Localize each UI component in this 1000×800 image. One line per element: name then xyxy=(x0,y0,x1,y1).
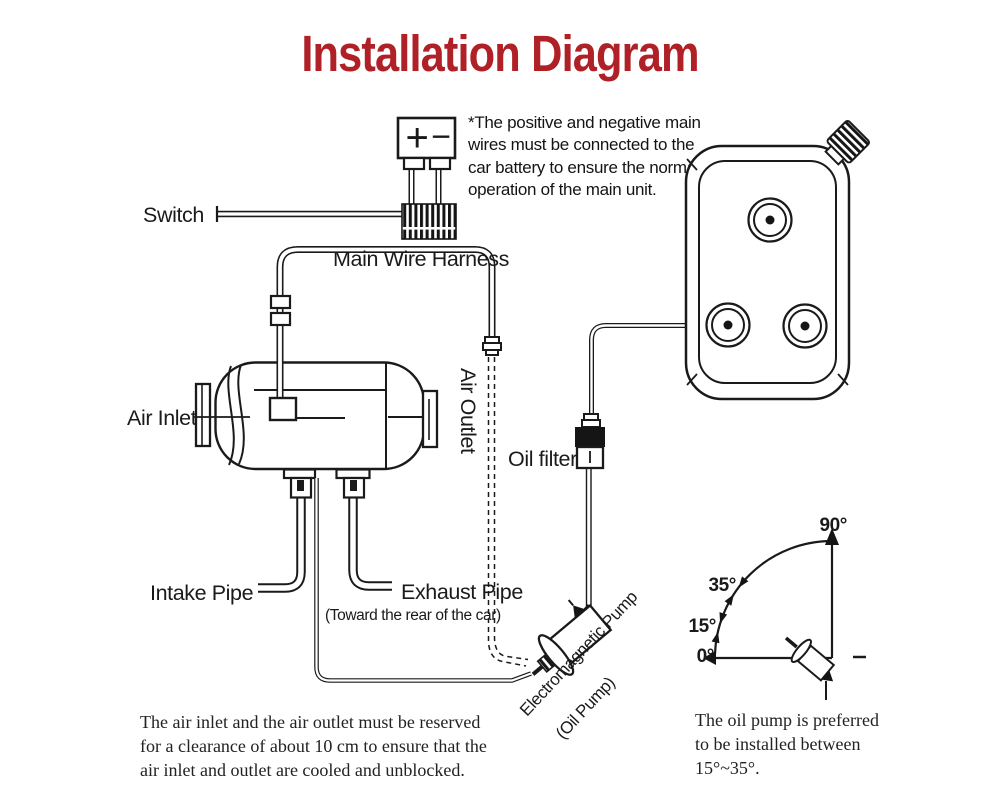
angle-15-label: 15° xyxy=(688,616,716,637)
battery-note: *The positive and negative main wires mu… xyxy=(468,112,708,202)
intake-pipe xyxy=(258,494,306,593)
clearance-note-line: air inlet and outlet are cooled and unbl… xyxy=(140,759,465,780)
heater-unit xyxy=(214,361,426,471)
air-outlet-label: Air Outlet xyxy=(456,368,480,454)
exhaust-pipe-note-label: (Toward the rear of the car) xyxy=(325,607,501,624)
angle-guide-pump-icon xyxy=(784,636,836,682)
clearance-note: The air inlet and the air outlet must be… xyxy=(140,711,530,782)
intake-pipe-label: Intake Pipe xyxy=(150,581,253,605)
air-outlet-flange xyxy=(421,389,439,449)
fuel-line-heater-to-pump xyxy=(314,478,532,683)
oil-pump-note-line: 15°~35°. xyxy=(695,757,760,778)
angle-35-label: 35° xyxy=(708,575,736,596)
switch-wire xyxy=(215,206,402,222)
battery-wires xyxy=(408,168,442,204)
tank-cap-icon xyxy=(824,120,870,166)
angle-90-label: 90° xyxy=(819,515,847,536)
cable-connector xyxy=(269,294,292,327)
switch-label: Switch xyxy=(143,203,204,227)
battery-plus-symbol: + xyxy=(406,116,429,160)
oil-pump-icon xyxy=(531,599,613,676)
harness-cable-right xyxy=(429,246,496,338)
fuel-tank xyxy=(684,144,851,401)
oil-line-tank-to-filter xyxy=(589,323,690,414)
clearance-note-line: The air inlet and the air outlet must be… xyxy=(140,712,481,732)
battery-note-line: *The positive and negative main xyxy=(468,113,701,132)
heater-mounts xyxy=(282,468,371,499)
air-inlet-flange xyxy=(194,382,212,448)
air-inlet-label: Air Inlet xyxy=(127,406,197,430)
pump-wire-connector xyxy=(482,336,502,356)
exhaust-pipe xyxy=(348,494,392,591)
battery-icon xyxy=(396,116,457,171)
oil-filter-label: Oil filter xyxy=(508,447,577,471)
main-wire-harness-label: Main Wire Harness xyxy=(333,247,509,271)
battery-minus-symbol: − xyxy=(431,118,450,156)
heater-connector-box xyxy=(268,396,298,422)
oil-pump-note-line: to be installed between xyxy=(695,733,861,754)
pump-wire-dashed xyxy=(487,357,529,667)
battery-note-line: car battery to ensure the normal xyxy=(468,157,700,177)
exhaust-pipe-label: Exhaust Pipe xyxy=(401,580,523,604)
harness-cable-left xyxy=(276,246,429,398)
page-title: Installation Diagram xyxy=(301,25,699,82)
angle-0-label: 0° xyxy=(697,646,714,667)
oil-filter-icon xyxy=(575,413,605,618)
clearance-note-line: for a clearance of about 10 cm to ensure… xyxy=(140,735,487,756)
angle-guide-arrows xyxy=(703,528,839,665)
battery-note-line: wires must be connected to the xyxy=(468,135,695,155)
oil-pump-note: The oil pump is preferred to be installe… xyxy=(695,709,925,780)
oil-pump-note-line: The oil pump is preferred xyxy=(695,710,879,730)
wire-harness-block xyxy=(401,203,457,240)
battery-note-line: operation of the main unit. xyxy=(468,180,657,200)
